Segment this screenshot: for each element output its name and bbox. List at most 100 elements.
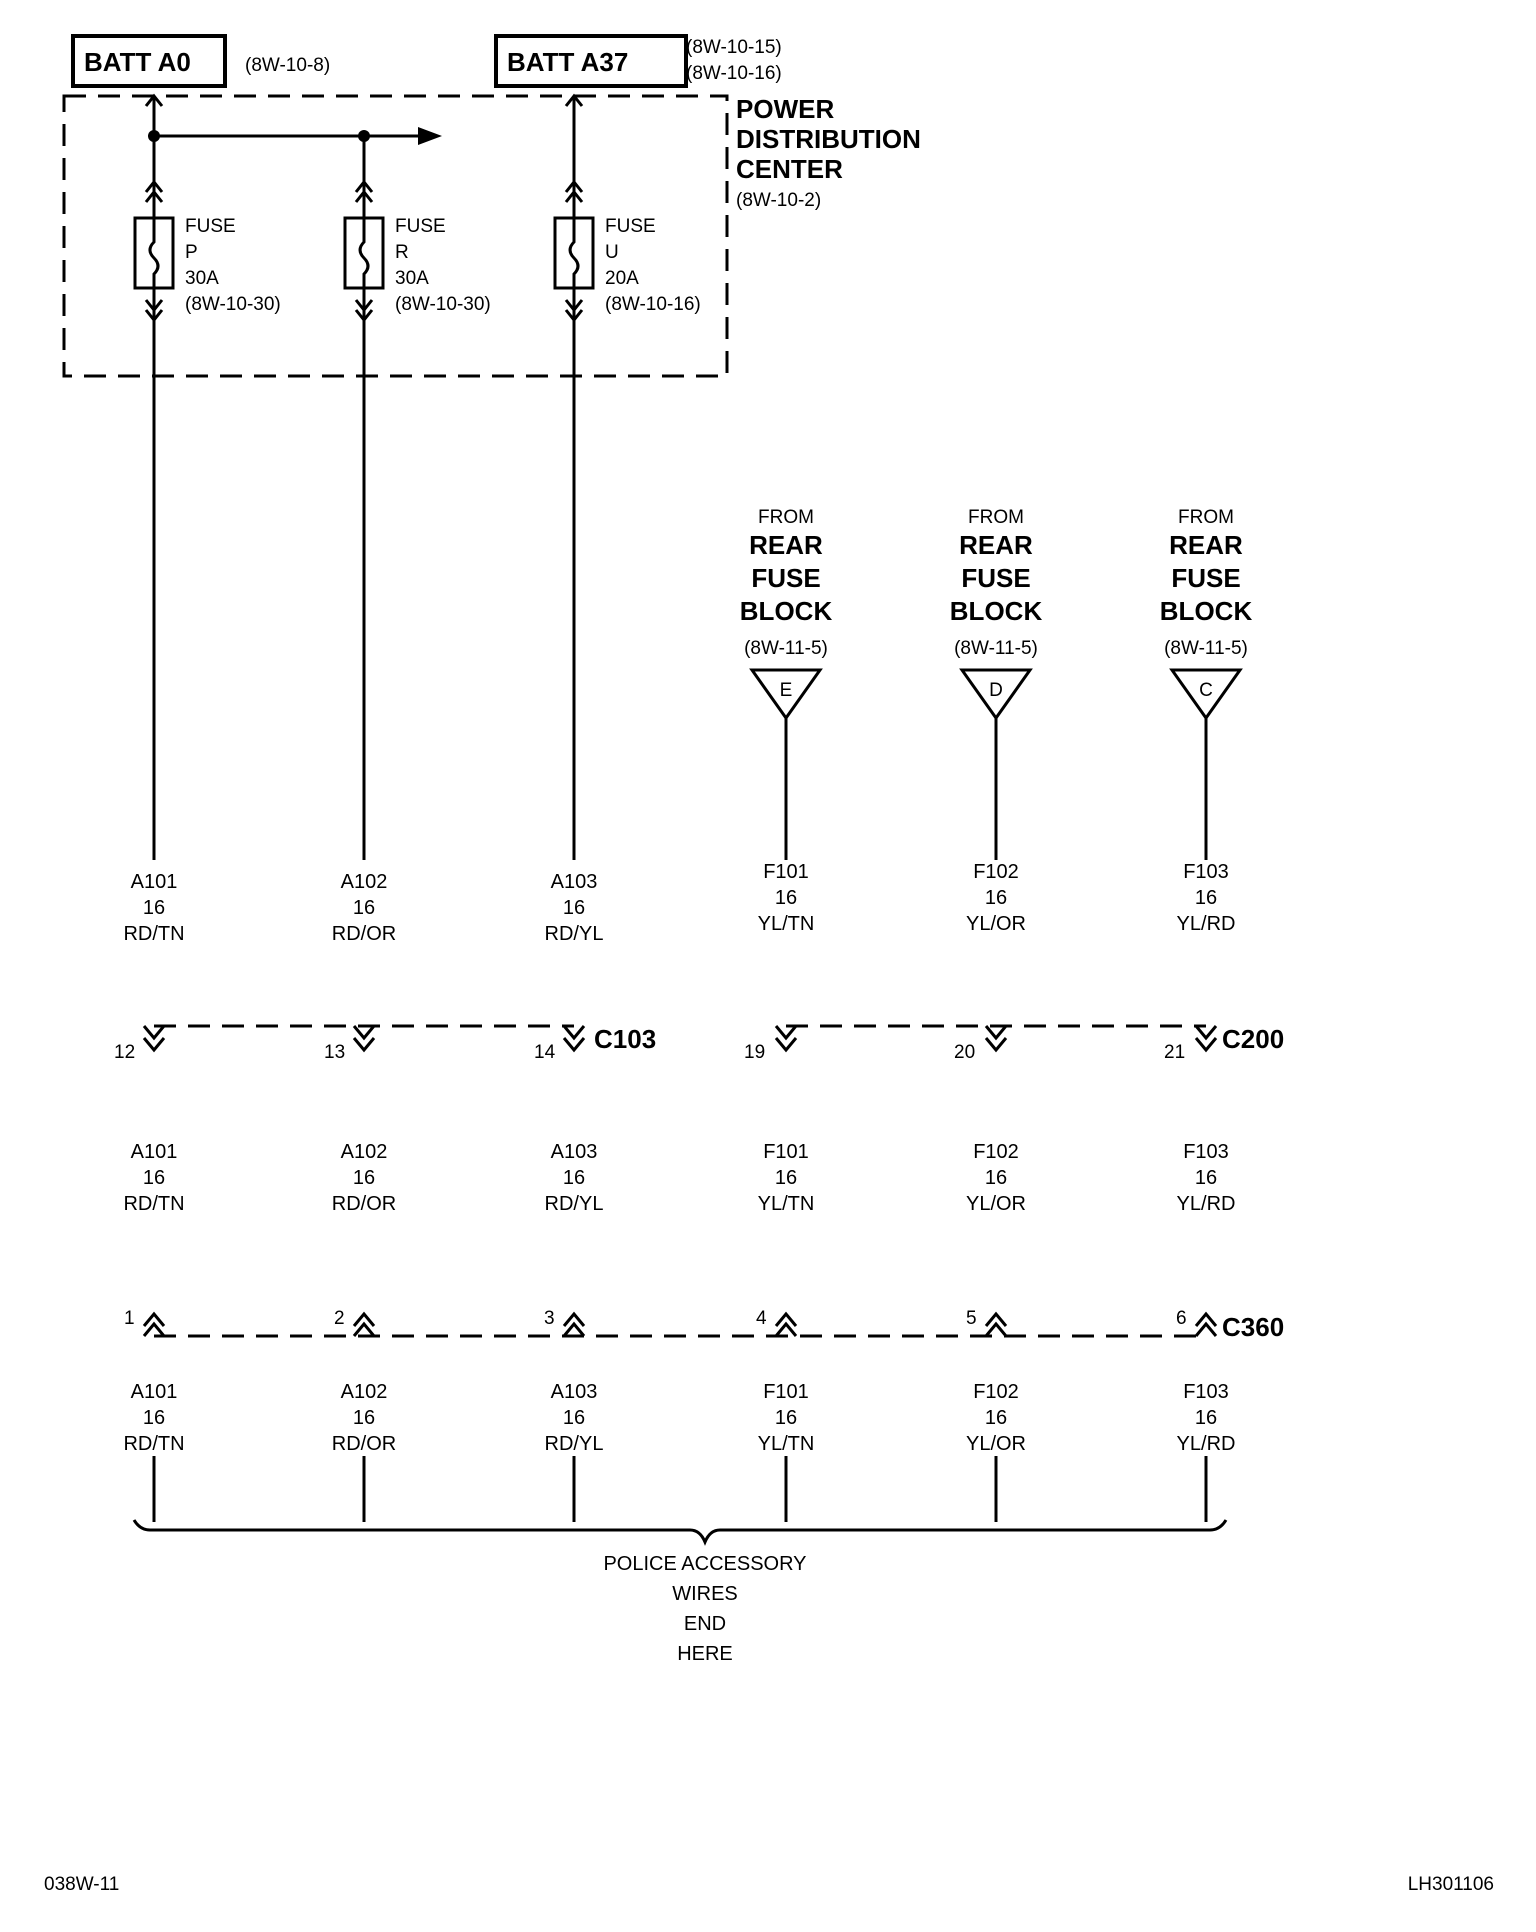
rear-d-from: FROM [968, 507, 1024, 528]
label-knockout [140, 1406, 168, 1430]
end-bracket: POLICE ACCESSORY WIRES END HERE [132, 1519, 1228, 1665]
rear-d-line-1: REAR [959, 530, 1033, 560]
label-knockout [329, 922, 399, 946]
wire-label-gauge: 16 [775, 887, 797, 909]
label-knockout [140, 896, 168, 920]
label-knockout [1181, 1380, 1231, 1404]
label-knockout [1181, 860, 1231, 884]
wire-label-color: RD/OR [332, 923, 396, 945]
label-knockout [542, 922, 606, 946]
rear-c-pin: C [1199, 680, 1213, 701]
wire-label-gauge: 16 [985, 887, 1007, 909]
label-knockout [338, 1380, 390, 1404]
c200-label: C200 [1222, 1024, 1284, 1054]
rear-e-pin: E [780, 680, 793, 701]
rear-d-line-2: FUSE [961, 563, 1030, 593]
wire-label-gauge: 16 [1195, 1407, 1217, 1429]
rear-d-ref: (8W-11-5) [954, 638, 1038, 659]
wire-label-id: F103 [1183, 1141, 1229, 1163]
end-note-line-4: HERE [677, 1643, 733, 1665]
label-knockout [982, 1406, 1010, 1430]
label-knockout [1181, 1140, 1231, 1164]
rear-d-line-3: BLOCK [950, 596, 1043, 626]
label-knockout [971, 1140, 1021, 1164]
label-knockout [971, 1380, 1021, 1404]
c360-pin-5: 5 [966, 1308, 977, 1329]
wire-label-color: YL/RD [1177, 1193, 1236, 1215]
wire-label-gauge: 16 [353, 1167, 375, 1189]
label-knockout [772, 1406, 800, 1430]
label-knockout [128, 1380, 180, 1404]
wire-label-id: F101 [763, 1141, 809, 1163]
wire-label-gauge: 16 [985, 1407, 1007, 1429]
c360-label: C360 [1222, 1312, 1284, 1342]
end-note-line-3: END [684, 1613, 726, 1635]
wire-label-color: RD/TN [123, 923, 184, 945]
rear-source-c: FROM REAR FUSE BLOCK (8W-11-5) C [1160, 507, 1252, 1522]
batt-a37-ref-2: (8W-10-16) [686, 63, 782, 84]
wire-label-id: F102 [973, 861, 1019, 883]
label-knockout [963, 1192, 1029, 1216]
wire-label-color: YL/RD [1177, 913, 1236, 935]
label-knockout [338, 870, 390, 894]
label-knockout [560, 1166, 588, 1190]
label-knockout [548, 1140, 600, 1164]
wire-label-gauge: 16 [563, 897, 585, 919]
wire-label-id: A101 [131, 1381, 178, 1403]
fuse-u-line-4: (8W-10-16) [605, 294, 701, 315]
pdc-label-2: DISTRIBUTION [736, 124, 921, 154]
wire-label-gauge: 16 [775, 1407, 797, 1429]
rear-d-pin: D [989, 680, 1003, 701]
c200-pin-21: 21 [1164, 1042, 1185, 1063]
label-knockout [350, 1406, 378, 1430]
fuse-u-line-2: U [605, 242, 619, 263]
label-knockout [121, 1432, 187, 1456]
c360-pin-3: 3 [544, 1308, 555, 1329]
end-note-line-1: POLICE ACCESSORY [603, 1553, 806, 1575]
wire-label-color: RD/OR [332, 1433, 396, 1455]
c103-pin-14: 14 [534, 1042, 556, 1063]
wire-label-gauge: 16 [985, 1167, 1007, 1189]
label-knockout [329, 1432, 399, 1456]
rear-c-ref: (8W-11-5) [1164, 638, 1248, 659]
wire-label-color: YL/OR [966, 1193, 1026, 1215]
wire-label-gauge: 16 [563, 1407, 585, 1429]
label-knockout [338, 1140, 390, 1164]
batt-a0-source: BATT A0 (8W-10-8) [71, 34, 330, 88]
rear-c-line-2: FUSE [1171, 563, 1240, 593]
label-knockout [755, 1432, 817, 1456]
c360-pin-6: 6 [1176, 1308, 1187, 1329]
connector-c103: 12 13 14 C103 [114, 1024, 656, 1063]
wire-labels: A101 16 RD/TN A102 16 RD/OR A103 16 RD/Y… [121, 860, 1238, 1456]
fuse-u-line-3: 20A [605, 268, 639, 289]
label-knockout [982, 1166, 1010, 1190]
wire-label-id: F102 [973, 1381, 1019, 1403]
fuse-u-line-1: FUSE [605, 216, 656, 237]
wire-label-id: A102 [341, 1141, 388, 1163]
wire-label-id: A103 [551, 1381, 598, 1403]
pdc-ref: (8W-10-2) [736, 190, 821, 211]
c200-pin-19: 19 [744, 1042, 765, 1063]
fuse-p-line-4: (8W-10-30) [185, 294, 281, 315]
label-knockout [755, 1192, 817, 1216]
fuse-p-line-3: 30A [185, 268, 219, 289]
label-knockout [772, 886, 800, 910]
wire-label-id: A102 [341, 871, 388, 893]
wire-label-id: F103 [1183, 1381, 1229, 1403]
wire-label-gauge: 16 [353, 1407, 375, 1429]
c103-pin-13: 13 [324, 1042, 345, 1063]
label-knockout [963, 1432, 1029, 1456]
rear-e-line-3: BLOCK [740, 596, 833, 626]
wire-label-id: A102 [341, 1381, 388, 1403]
rear-e-line-2: FUSE [751, 563, 820, 593]
label-knockout [761, 860, 811, 884]
label-knockout [560, 896, 588, 920]
label-knockout [1192, 1166, 1220, 1190]
wire-label-id: A101 [131, 1141, 178, 1163]
label-knockout [1174, 912, 1238, 936]
label-knockout [1174, 1192, 1238, 1216]
batt-a37-source: BATT A37 (8W-10-15) (8W-10-16) [494, 34, 782, 88]
wire-label-color: YL/RD [1177, 1433, 1236, 1455]
fuse-r-line-2: R [395, 242, 409, 263]
